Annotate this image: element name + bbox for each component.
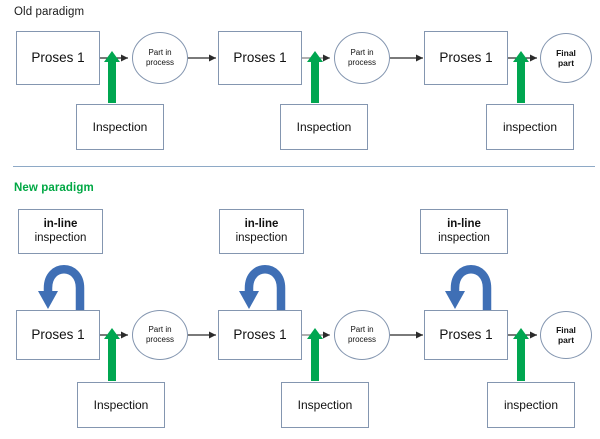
new-buffer-node-1-line1: Part in bbox=[148, 325, 172, 335]
inline-inspection-hook-arrows bbox=[38, 265, 492, 312]
blue-curved-arrow bbox=[38, 265, 85, 312]
blue-curved-arrow bbox=[445, 265, 492, 312]
new-paradigm-title: New paradigm bbox=[14, 182, 94, 194]
old-buffer-node-1-line2: process bbox=[145, 58, 174, 67]
old-process-node-1-label: Proses 1 bbox=[31, 50, 85, 66]
new-inspection-node-3-label: inspection bbox=[503, 397, 559, 412]
old-process-node-3-label: Proses 1 bbox=[439, 50, 493, 66]
old-buffer-node-1-line1: Part in bbox=[148, 48, 172, 58]
green-arrow-up bbox=[513, 328, 529, 381]
new-process-node-1-label: Proses 1 bbox=[31, 327, 85, 343]
new-buffer-node-2-line1: Part in bbox=[350, 325, 374, 335]
green-arrow-up bbox=[513, 51, 529, 103]
inline-inspection-node-2-line1: in-line bbox=[244, 218, 279, 231]
green-arrow-up bbox=[104, 51, 120, 103]
inline-inspection-node-2-line2: inspection bbox=[235, 232, 288, 244]
old-inspection-node-2-label: Inspection bbox=[296, 119, 352, 134]
old-inspection-node-1[interactable]: Inspection bbox=[76, 104, 164, 150]
old-final-part-line2: part bbox=[557, 58, 575, 68]
inline-inspection-node-3[interactable]: in-line inspection bbox=[420, 209, 508, 254]
green-arrow-up bbox=[104, 328, 120, 381]
old-inspection-node-2[interactable]: Inspection bbox=[280, 104, 368, 150]
new-inspection-node-3[interactable]: inspection bbox=[487, 382, 575, 428]
new-inspection-node-1-label: Inspection bbox=[93, 397, 149, 412]
old-inspection-node-1-label: Inspection bbox=[92, 119, 148, 134]
inline-inspection-node-2[interactable]: in-line inspection bbox=[219, 209, 304, 254]
new-inspection-node-1[interactable]: Inspection bbox=[77, 382, 165, 428]
section-divider bbox=[13, 166, 595, 167]
old-paradigm-title: Old paradigm bbox=[14, 6, 85, 18]
inline-inspection-node-3-line1: in-line bbox=[447, 218, 481, 231]
new-buffer-node-2[interactable]: Part in process bbox=[334, 310, 390, 360]
inline-inspection-node-1-line1: in-line bbox=[43, 218, 78, 231]
new-buffer-node-1-line2: process bbox=[145, 335, 174, 344]
old-process-node-2[interactable]: Proses 1 bbox=[218, 31, 302, 85]
old-buffer-node-1[interactable]: Part in process bbox=[132, 32, 188, 84]
new-process-node-1[interactable]: Proses 1 bbox=[16, 310, 100, 360]
new-final-part-line1: Final bbox=[556, 324, 576, 335]
old-process-node-1[interactable]: Proses 1 bbox=[16, 31, 100, 85]
old-inspection-node-3[interactable]: inspection bbox=[486, 104, 574, 150]
new-buffer-node-1[interactable]: Part in process bbox=[132, 310, 188, 360]
old-process-node-3[interactable]: Proses 1 bbox=[424, 31, 508, 85]
old-final-part-node[interactable]: Final part bbox=[540, 33, 592, 83]
inline-inspection-node-1[interactable]: in-line inspection bbox=[18, 209, 103, 254]
green-arrow-up bbox=[307, 51, 323, 103]
new-process-node-2-label: Proses 1 bbox=[233, 327, 287, 343]
inline-inspection-node-3-line2: inspection bbox=[438, 232, 490, 244]
new-final-part-line2: part bbox=[557, 335, 575, 345]
new-process-node-3-label: Proses 1 bbox=[439, 327, 493, 343]
green-arrow-up bbox=[307, 328, 323, 381]
old-inspection-node-3-label: inspection bbox=[502, 119, 558, 134]
old-buffer-node-2-line2: process bbox=[347, 58, 376, 67]
new-buffer-node-2-line2: process bbox=[347, 335, 376, 344]
old-buffer-node-2-line1: Part in bbox=[350, 48, 374, 58]
new-process-node-3[interactable]: Proses 1 bbox=[424, 310, 508, 360]
old-buffer-node-2[interactable]: Part in process bbox=[334, 32, 390, 84]
new-inspection-node-2-label: Inspection bbox=[297, 397, 353, 412]
new-inspection-node-2[interactable]: Inspection bbox=[281, 382, 369, 428]
new-final-part-node[interactable]: Final part bbox=[540, 311, 592, 359]
blue-curved-arrow bbox=[239, 265, 286, 312]
new-process-node-2[interactable]: Proses 1 bbox=[218, 310, 302, 360]
inline-inspection-node-1-line2: inspection bbox=[34, 232, 87, 244]
old-process-node-2-label: Proses 1 bbox=[233, 50, 287, 66]
old-final-part-line1: Final bbox=[556, 47, 576, 58]
